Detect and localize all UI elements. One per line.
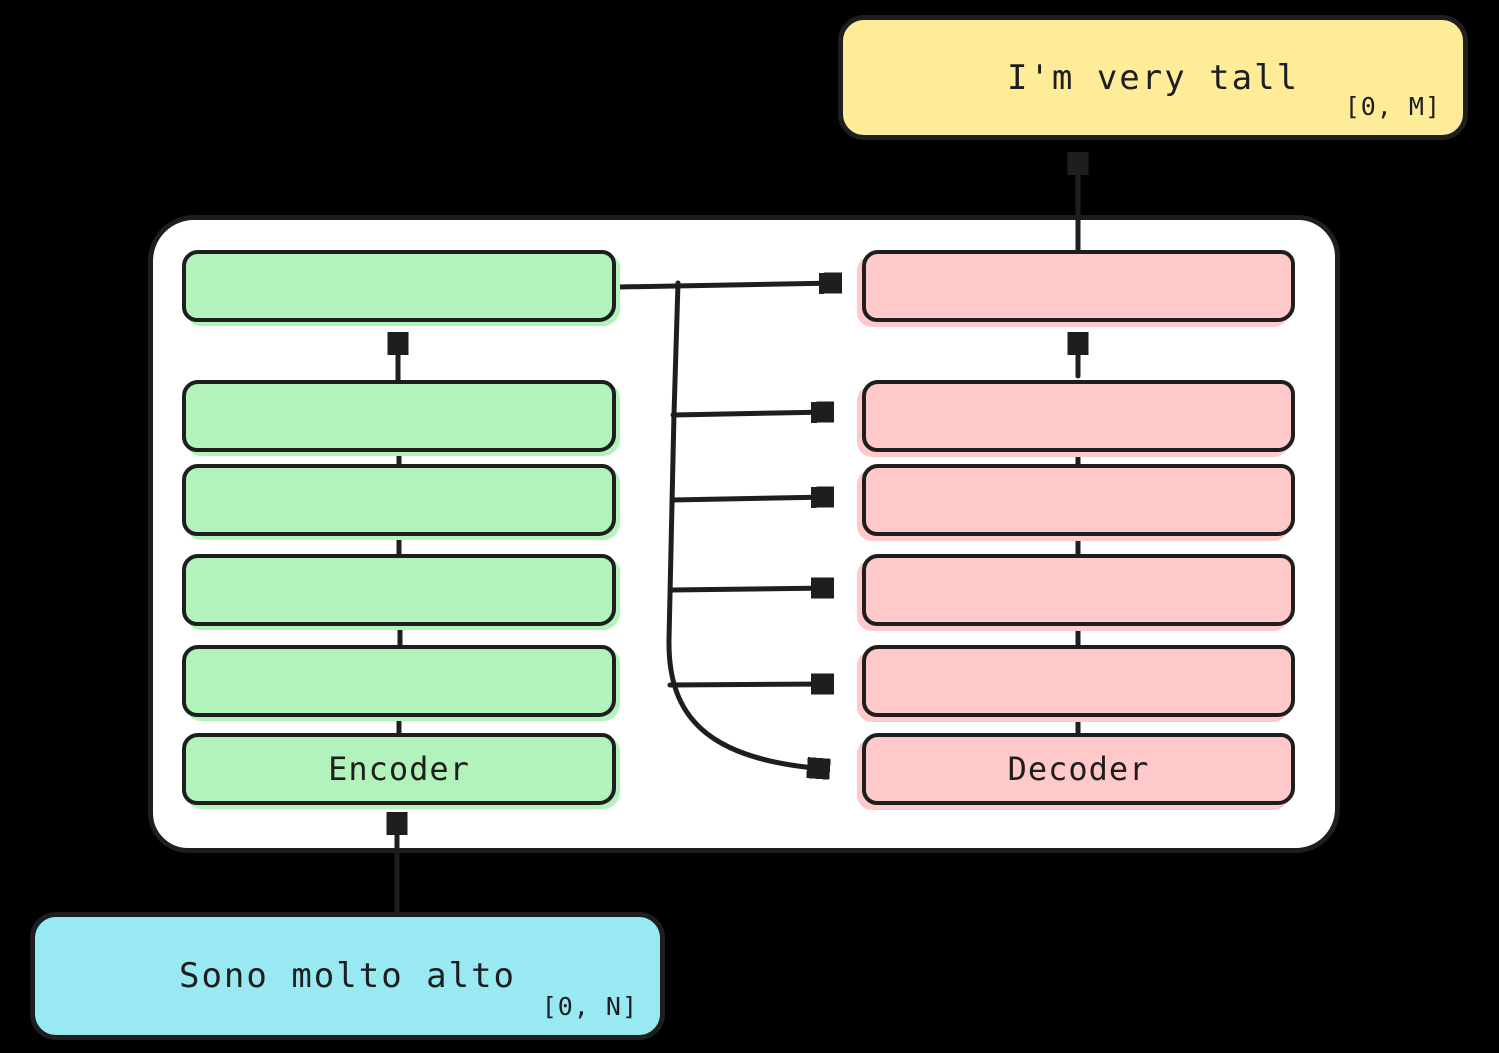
decoder-layer: [862, 380, 1295, 452]
output-text: I'm very tall: [1006, 57, 1300, 98]
encoder-layer-label: Encoder: [328, 750, 470, 788]
input-index-range: [0, N]: [541, 992, 638, 1021]
cross-attention-trunk: [666, 280, 826, 769]
decoder-layer-label: Decoder: [1007, 750, 1150, 788]
cross-attention-branch: [670, 412, 830, 415]
decoder-layer: [862, 645, 1295, 717]
encoder-layer: [182, 554, 616, 626]
decoder-stack: Decoder: [862, 250, 1295, 805]
cross-attention-branch: [669, 497, 830, 500]
decoder-layer-labeled: Decoder: [862, 733, 1295, 805]
output-index-range: [0, M]: [1344, 92, 1441, 121]
encoder-to-decoder-arrow: [615, 283, 838, 287]
encoder-layer-labeled: Encoder: [182, 733, 616, 805]
cross-attention-branch: [668, 588, 830, 590]
input-text: Sono molto alto: [178, 956, 517, 996]
encoder-layer: [182, 645, 616, 717]
encoder-stack: Encoder: [182, 250, 616, 805]
encoder-layer: [182, 250, 616, 322]
cross-attention-branch: [667, 684, 830, 685]
encoder-layer: [182, 464, 616, 536]
encoder-layer: [182, 380, 616, 452]
decoder-layer: [862, 250, 1295, 322]
output-text-box: I'm very tall [0, M]: [838, 15, 1468, 140]
decoder-layer: [862, 464, 1295, 536]
input-text-box: Sono molto alto [0, N]: [30, 912, 665, 1040]
decoder-layer: [862, 554, 1295, 626]
